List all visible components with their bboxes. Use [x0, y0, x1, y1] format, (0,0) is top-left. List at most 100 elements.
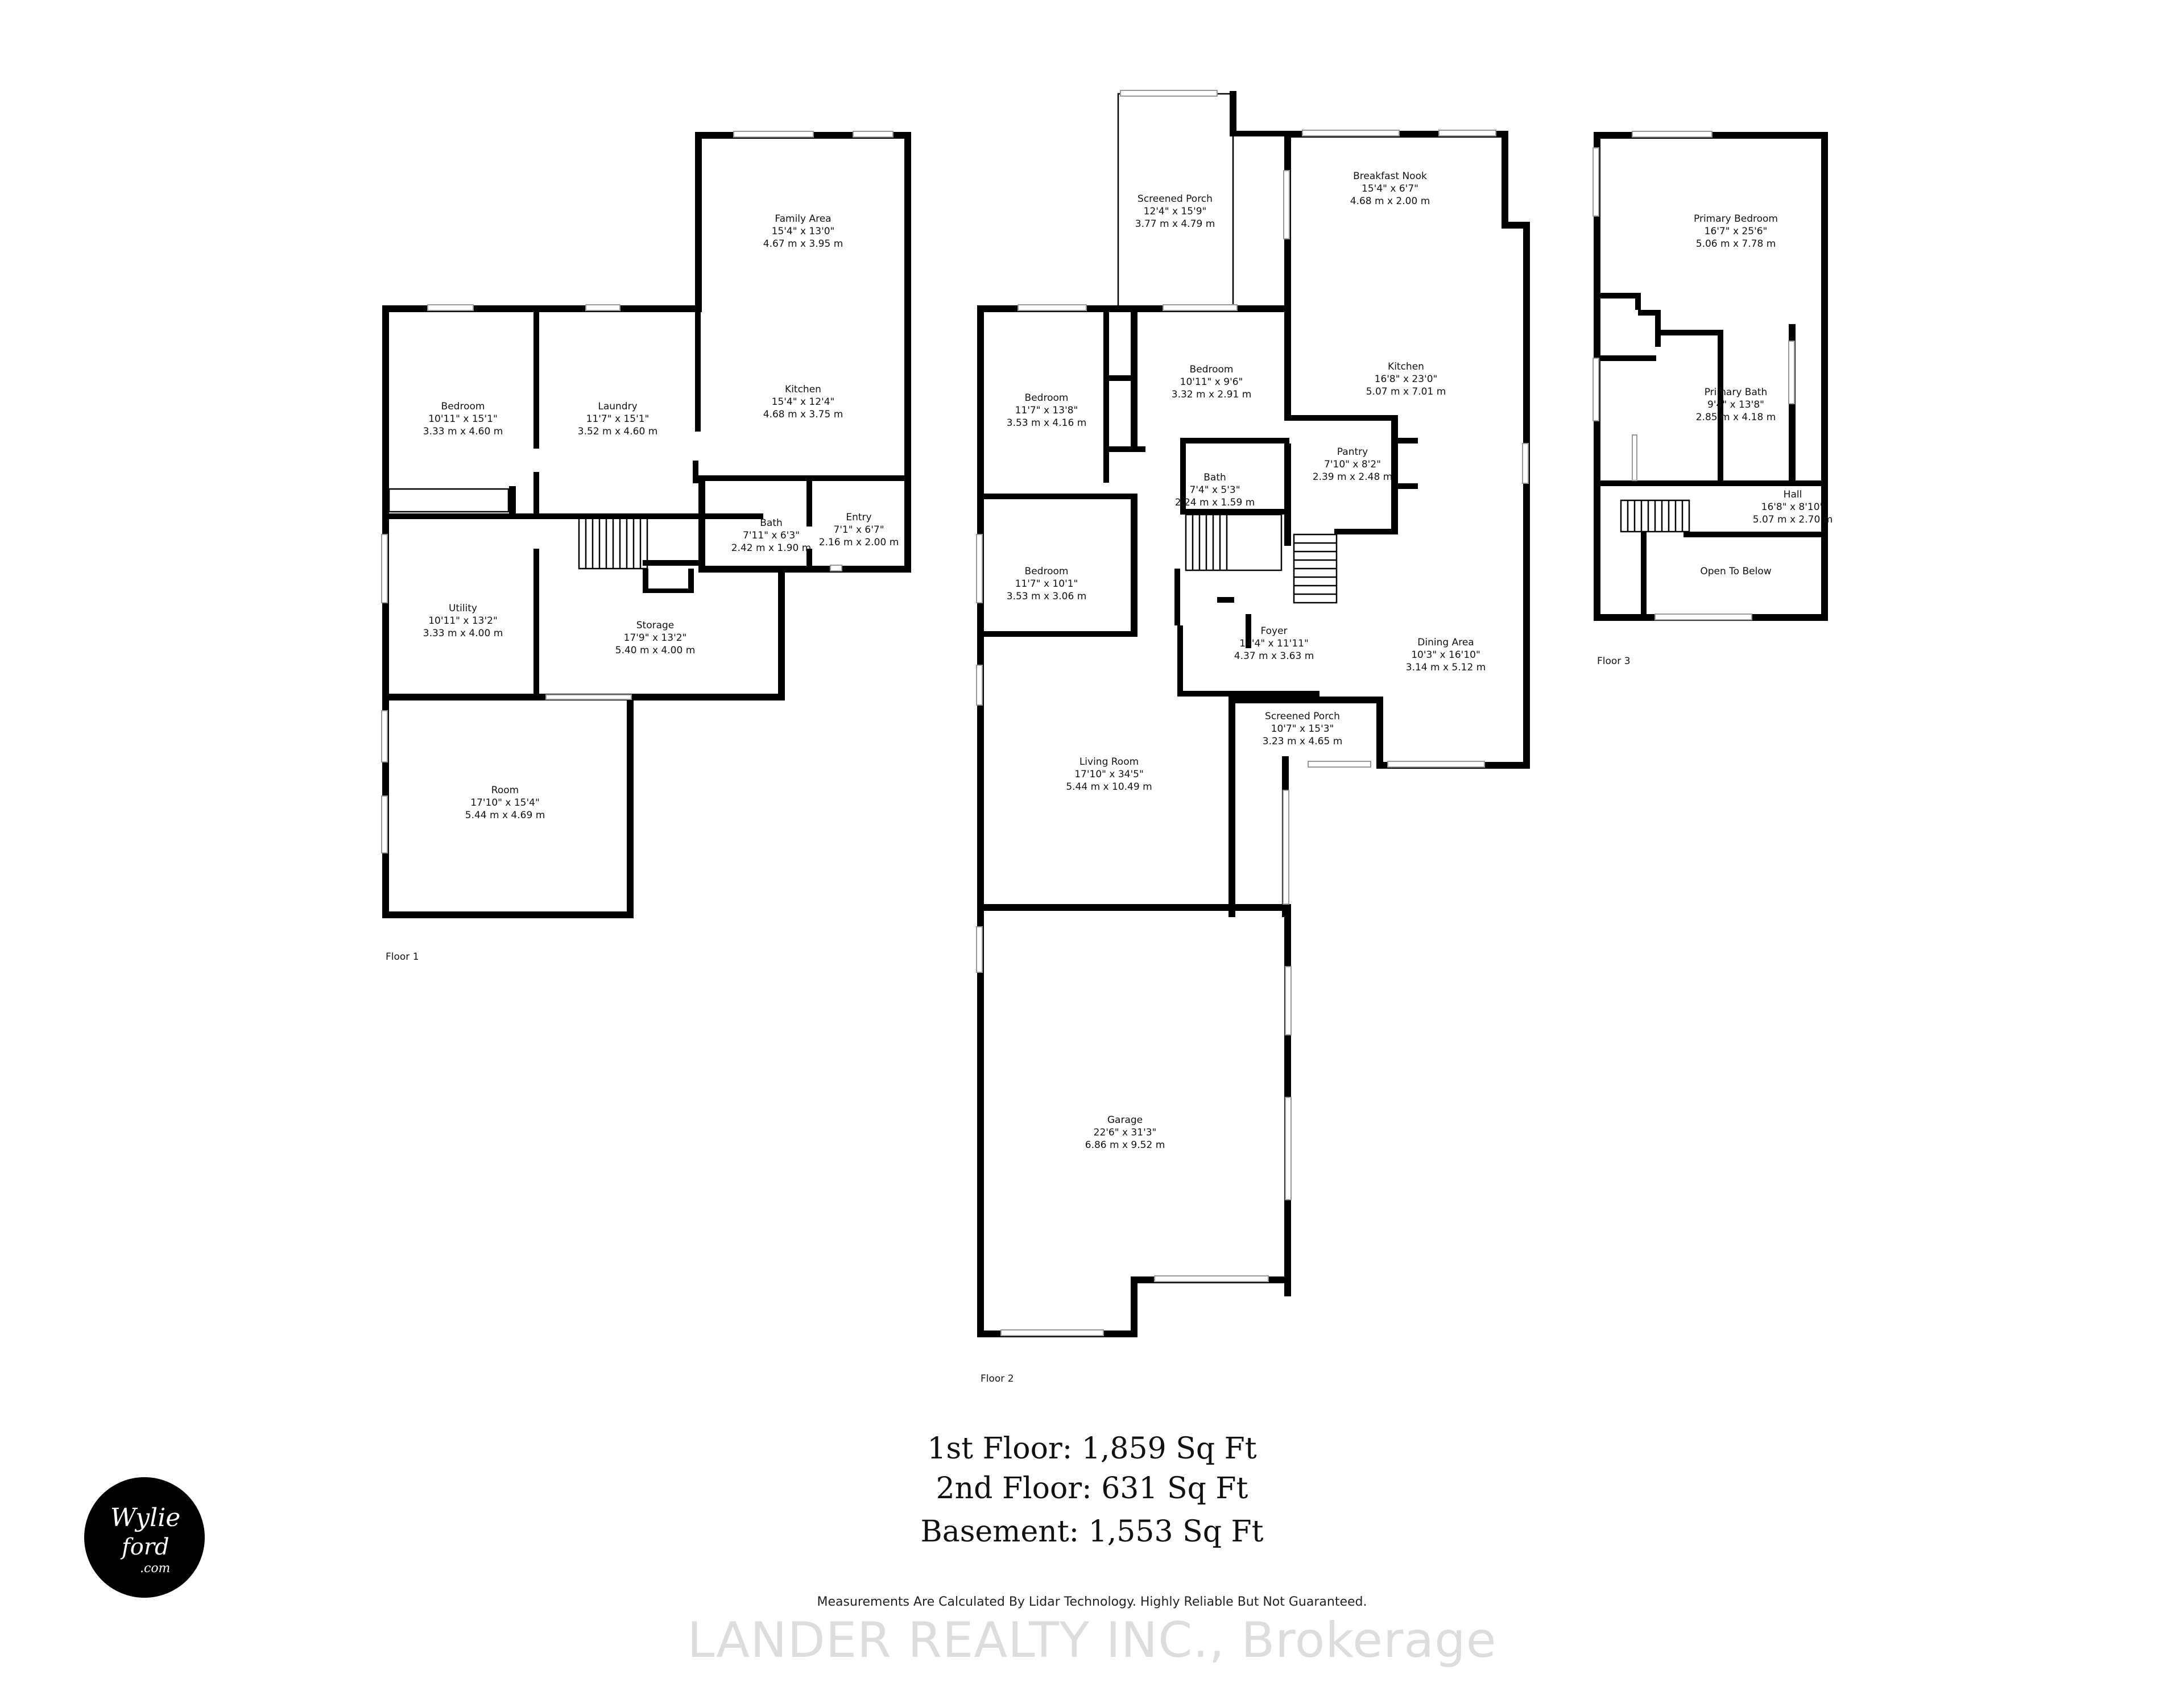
room-dimensions: 5.44 m x 4.69 m [465, 810, 545, 821]
room-dimensions: 5.07 m x 2.70 m [1753, 514, 1833, 525]
room-dimensions: 10'3" x 16'10" [1411, 649, 1480, 661]
room-name: Kitchen [785, 384, 821, 395]
room-dimensions: 3.14 m x 5.12 m [1406, 662, 1486, 673]
room-name: Breakfast Nook [1353, 171, 1427, 182]
floor-3-windows [1592, 131, 1795, 620]
room-dimensions: 10'11" x 13'2" [428, 615, 498, 627]
room-dimensions: 10'7" x 15'3" [1271, 723, 1334, 735]
room-name: Open To Below [1700, 566, 1771, 577]
room-dimensions: 3.53 m x 4.16 m [1007, 417, 1087, 429]
room-dimensions: 14'4" x 11'11" [1239, 638, 1309, 649]
room-dimensions: 11'7" x 10'1" [1015, 578, 1078, 590]
room-dimensions: 5.07 m x 7.01 m [1366, 386, 1446, 397]
logo-line-1: Wylie [110, 1503, 181, 1532]
room-dimensions: 11'7" x 13'8" [1015, 405, 1078, 416]
room-dimensions: 7'10" x 8'2" [1324, 459, 1381, 470]
room-name: Dining Area [1417, 637, 1474, 648]
room-dimensions: 5.40 m x 4.00 m [615, 645, 696, 656]
room-dimensions: 2.42 m x 1.90 m [731, 542, 812, 554]
floor-1-label: Floor 1 [386, 951, 419, 963]
room-name: Kitchen [1388, 361, 1424, 372]
room-dimensions: 3.77 m x 4.79 m [1135, 218, 1215, 230]
room-name: Garage [1107, 1114, 1143, 1126]
floor-2-stairs [1185, 513, 1338, 604]
disclaimer-text: Measurements Are Calculated By Lidar Tec… [817, 1595, 1367, 1609]
room-dimensions: 3.33 m x 4.00 m [423, 628, 503, 639]
room-name: Bedroom [1025, 392, 1069, 404]
wylie-ford-logo: Wylie ford .com [84, 1477, 205, 1598]
room-name: Utility [449, 603, 477, 614]
room-name: Storage [636, 620, 675, 631]
room-name: Bedroom [1025, 566, 1069, 577]
room-dimensions: 16'8" x 23'0" [1375, 374, 1438, 385]
second-floor-area: 2nd Floor: 631 Sq Ft [936, 1472, 1248, 1506]
room-dimensions: 5.06 m x 7.78 m [1696, 238, 1776, 250]
room-name: Primary Bedroom [1694, 213, 1778, 225]
room-name: Family Area [775, 213, 831, 225]
room-dimensions: 16'8" x 8'10" [1761, 501, 1825, 513]
room-dimensions: 17'10" x 15'4" [470, 797, 540, 809]
room-dimensions: 12'4" x 15'9" [1144, 206, 1207, 217]
logo-line-2: ford [122, 1534, 169, 1560]
room-dimensions: 3.53 m x 3.06 m [1007, 591, 1087, 602]
room-name: Bath [760, 517, 783, 529]
room-name: Bedroom [1190, 364, 1234, 375]
room-dimensions: 17'9" x 13'2" [624, 632, 687, 644]
room-dimensions: 7'11" x 6'3" [743, 530, 800, 541]
room-dimensions: 2.39 m x 2.48 m [1313, 471, 1393, 483]
room-dimensions: 2.16 m x 2.00 m [819, 537, 899, 548]
floor-2-label: Floor 2 [981, 1373, 1014, 1385]
room-dimensions: 2.85 m x 4.18 m [1696, 412, 1776, 423]
room-dimensions: 3.52 m x 4.60 m [578, 426, 658, 437]
room-dimensions: 3.32 m x 2.91 m [1172, 389, 1252, 400]
room-dimensions: 4.68 m x 2.00 m [1350, 196, 1430, 207]
floor-1-windows [381, 131, 894, 853]
floor-2-windows [976, 90, 1529, 1336]
room-dimensions: 10'11" x 15'1" [428, 413, 498, 425]
room-name: Living Room [1079, 756, 1139, 768]
floor-1-walls [382, 132, 911, 918]
room-dimensions: 2.24 m x 1.59 m [1175, 497, 1255, 508]
brokerage-watermark: LANDER REALTY INC., Brokerage [687, 1612, 1497, 1669]
room-name: Laundry [598, 401, 637, 412]
room-label: Open To Below [1700, 566, 1771, 577]
floor-2-walls [977, 91, 1530, 1337]
room-dimensions: 22'6" x 31'3" [1094, 1127, 1157, 1138]
room-name: Pantry [1337, 446, 1368, 458]
room-dimensions: 11'7" x 15'1" [586, 413, 650, 425]
room-dimensions: 3.23 m x 4.65 m [1263, 736, 1343, 747]
room-dimensions: 7'1" x 6'7" [833, 524, 884, 536]
room-name: Room [491, 785, 519, 796]
room-name: Hall [1784, 489, 1802, 500]
room-dimensions: 4.68 m x 3.75 m [763, 409, 843, 420]
room-label: Kitchen 16'8" x 23'0"5.07 m x 7.01 m [1366, 361, 1446, 397]
room-dimensions: 16'7" x 25'6" [1705, 226, 1768, 237]
room-name: Bath [1203, 472, 1226, 483]
room-name: Screened Porch [1265, 711, 1340, 722]
room-dimensions: 5.44 m x 10.49 m [1066, 781, 1152, 793]
room-dimensions: 3.33 m x 4.60 m [423, 426, 503, 437]
floor-1-stairs [388, 488, 648, 570]
room-name: Primary Bath [1705, 387, 1768, 398]
room-name: Bedroom [441, 401, 485, 412]
